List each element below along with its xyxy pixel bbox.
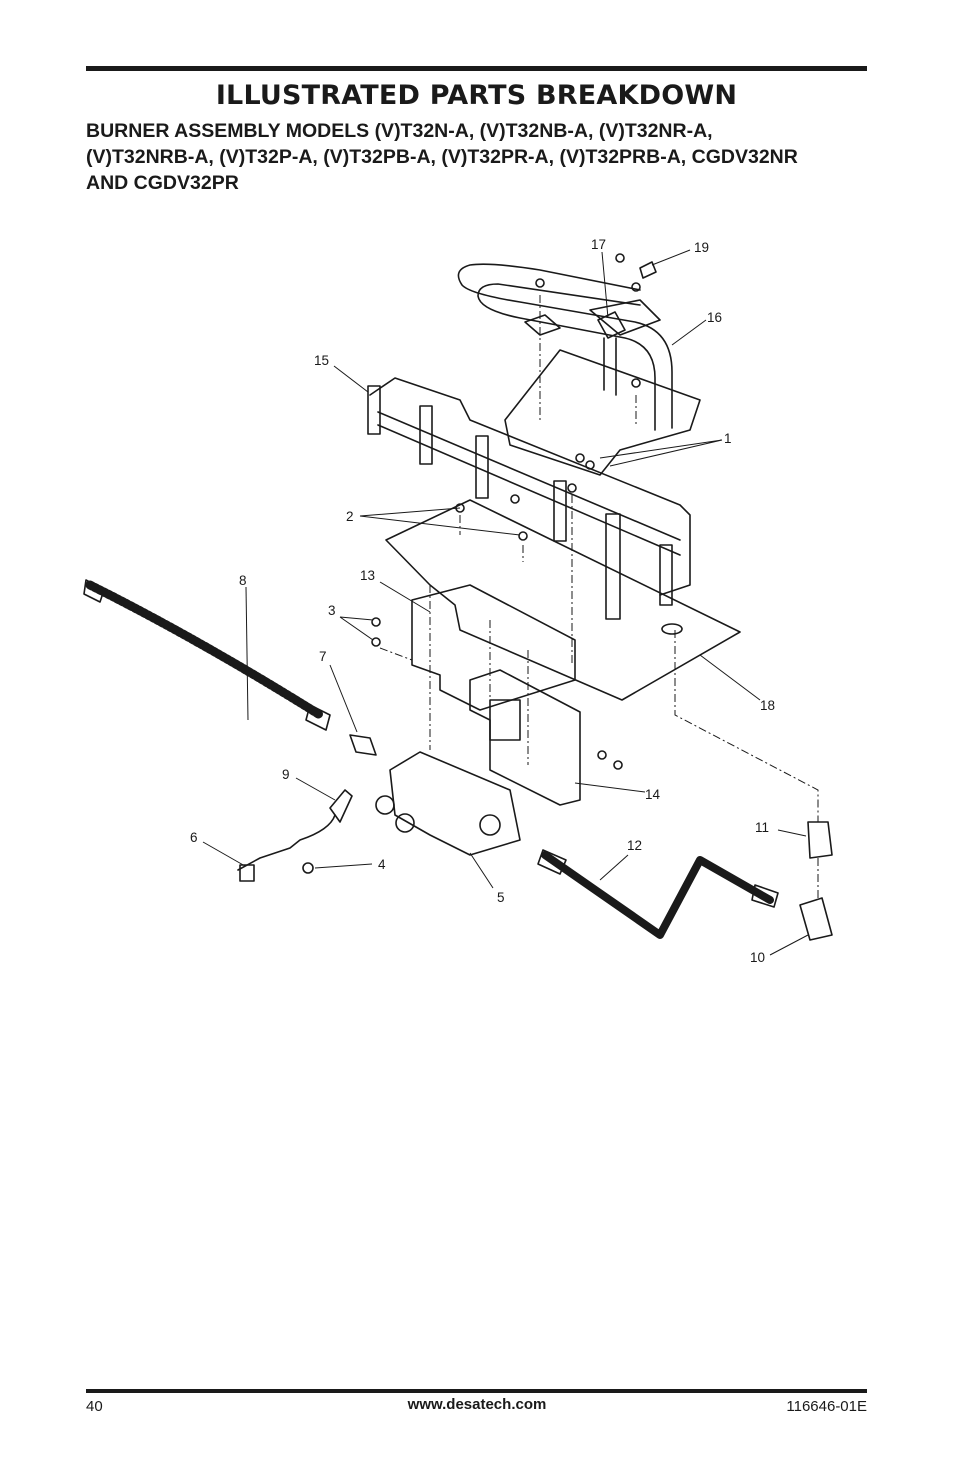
- callout-2: 2: [346, 509, 354, 524]
- callout-18: 18: [760, 698, 775, 713]
- page-title: ILLUSTRATED PARTS BREAKDOWN: [215, 80, 738, 111]
- callout-14: 14: [645, 787, 661, 802]
- flex-gas-line: [85, 580, 325, 720]
- callout-12: 12: [627, 838, 642, 853]
- callout-17: 17: [591, 237, 606, 252]
- control-bracket: [411, 584, 576, 711]
- piezo-bracket: [329, 789, 353, 823]
- callout-5: 5: [497, 890, 505, 905]
- burner-tube-outer: [457, 263, 673, 429]
- website-link[interactable]: www.desatech.com: [407, 1396, 547, 1413]
- gas-pipe: [541, 851, 774, 939]
- callout-16: 16: [707, 310, 722, 325]
- thermocouple: [237, 814, 336, 871]
- callout-6: 6: [190, 830, 198, 845]
- callout-10: 10: [750, 950, 765, 965]
- subtitle-line-3: AND CGDV32PR: [86, 172, 239, 194]
- callout-19: 19: [694, 240, 709, 255]
- elbow-10: [799, 897, 833, 941]
- valve-mount-plate: [469, 669, 581, 806]
- callout-15: 15: [314, 353, 329, 368]
- burner-tube-inner: [477, 283, 656, 431]
- pilot-assembly: [597, 311, 626, 396]
- callout-11: 11: [755, 820, 769, 835]
- callout-7: 7: [319, 649, 327, 664]
- subtitle-line-1: BURNER ASSEMBLY MODELS (V)T32N-A, (V)T32…: [86, 120, 713, 142]
- parts-diagram: 1 2 3 4 5 6 7 8 9 10 11 12 13 14 15 16 1…: [83, 237, 833, 965]
- callout-13: 13: [360, 568, 375, 583]
- burner-base-plate: [385, 499, 741, 701]
- bottom-rule: [86, 1389, 867, 1393]
- callout-3: 3: [328, 603, 336, 618]
- log-rail: [369, 377, 691, 596]
- page-number: 40: [86, 1398, 103, 1415]
- callout-8: 8: [239, 573, 247, 588]
- callout-9: 9: [282, 767, 290, 782]
- fitting-11: [807, 821, 833, 859]
- callout-1: 1: [724, 431, 732, 446]
- gas-valve: [389, 751, 521, 856]
- callout-4: 4: [378, 857, 386, 872]
- fitting-7: [349, 734, 377, 756]
- subtitle-line-2: (V)T32NRB-A, (V)T32P-A, (V)T32PB-A, (V)T…: [86, 146, 798, 168]
- top-rule: [86, 66, 867, 71]
- burner-top-pan: [504, 349, 701, 476]
- document-number: 116646-01E: [786, 1398, 867, 1415]
- section-subtitle: BURNER ASSEMBLY MODELS (V)T32N-A, (V)T32…: [86, 118, 867, 196]
